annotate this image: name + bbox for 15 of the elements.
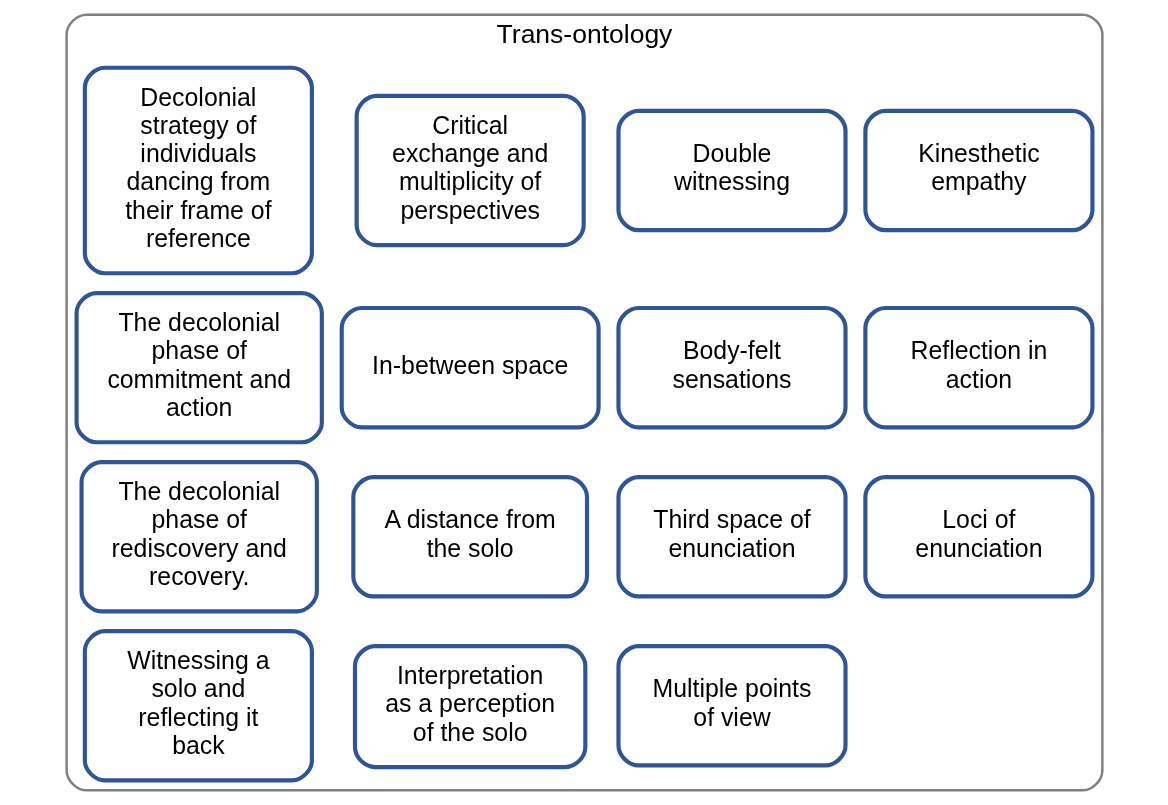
- node-box: In-between space: [339, 305, 601, 430]
- node-box: Body-felt sensations: [615, 305, 848, 430]
- node-box: Double witnessing: [615, 108, 848, 233]
- node-box: Third space of enunciation: [615, 475, 848, 599]
- node-box: A distance from the solo: [350, 475, 589, 599]
- node-box: The decolonial phase of rediscovery and recovery.: [78, 460, 319, 614]
- node-box: Loci of enunciation: [862, 475, 1094, 599]
- node-box: Reflection in action: [862, 305, 1094, 430]
- node-box: Decolonial strategy of individuals dancing from their frame of reference: [82, 65, 314, 276]
- node-box: Witnessing a solo and reflecting it back: [82, 629, 314, 783]
- node-box: Interpretation as a perception of the solo: [352, 644, 587, 770]
- node-box: Multiple points of view: [615, 644, 848, 768]
- node-box: Critical exchange and multiplicity of perspectives: [354, 93, 586, 248]
- node-box: Kinesthetic empathy: [862, 108, 1094, 233]
- node-box: The decolonial phase of commitment and action: [74, 291, 324, 445]
